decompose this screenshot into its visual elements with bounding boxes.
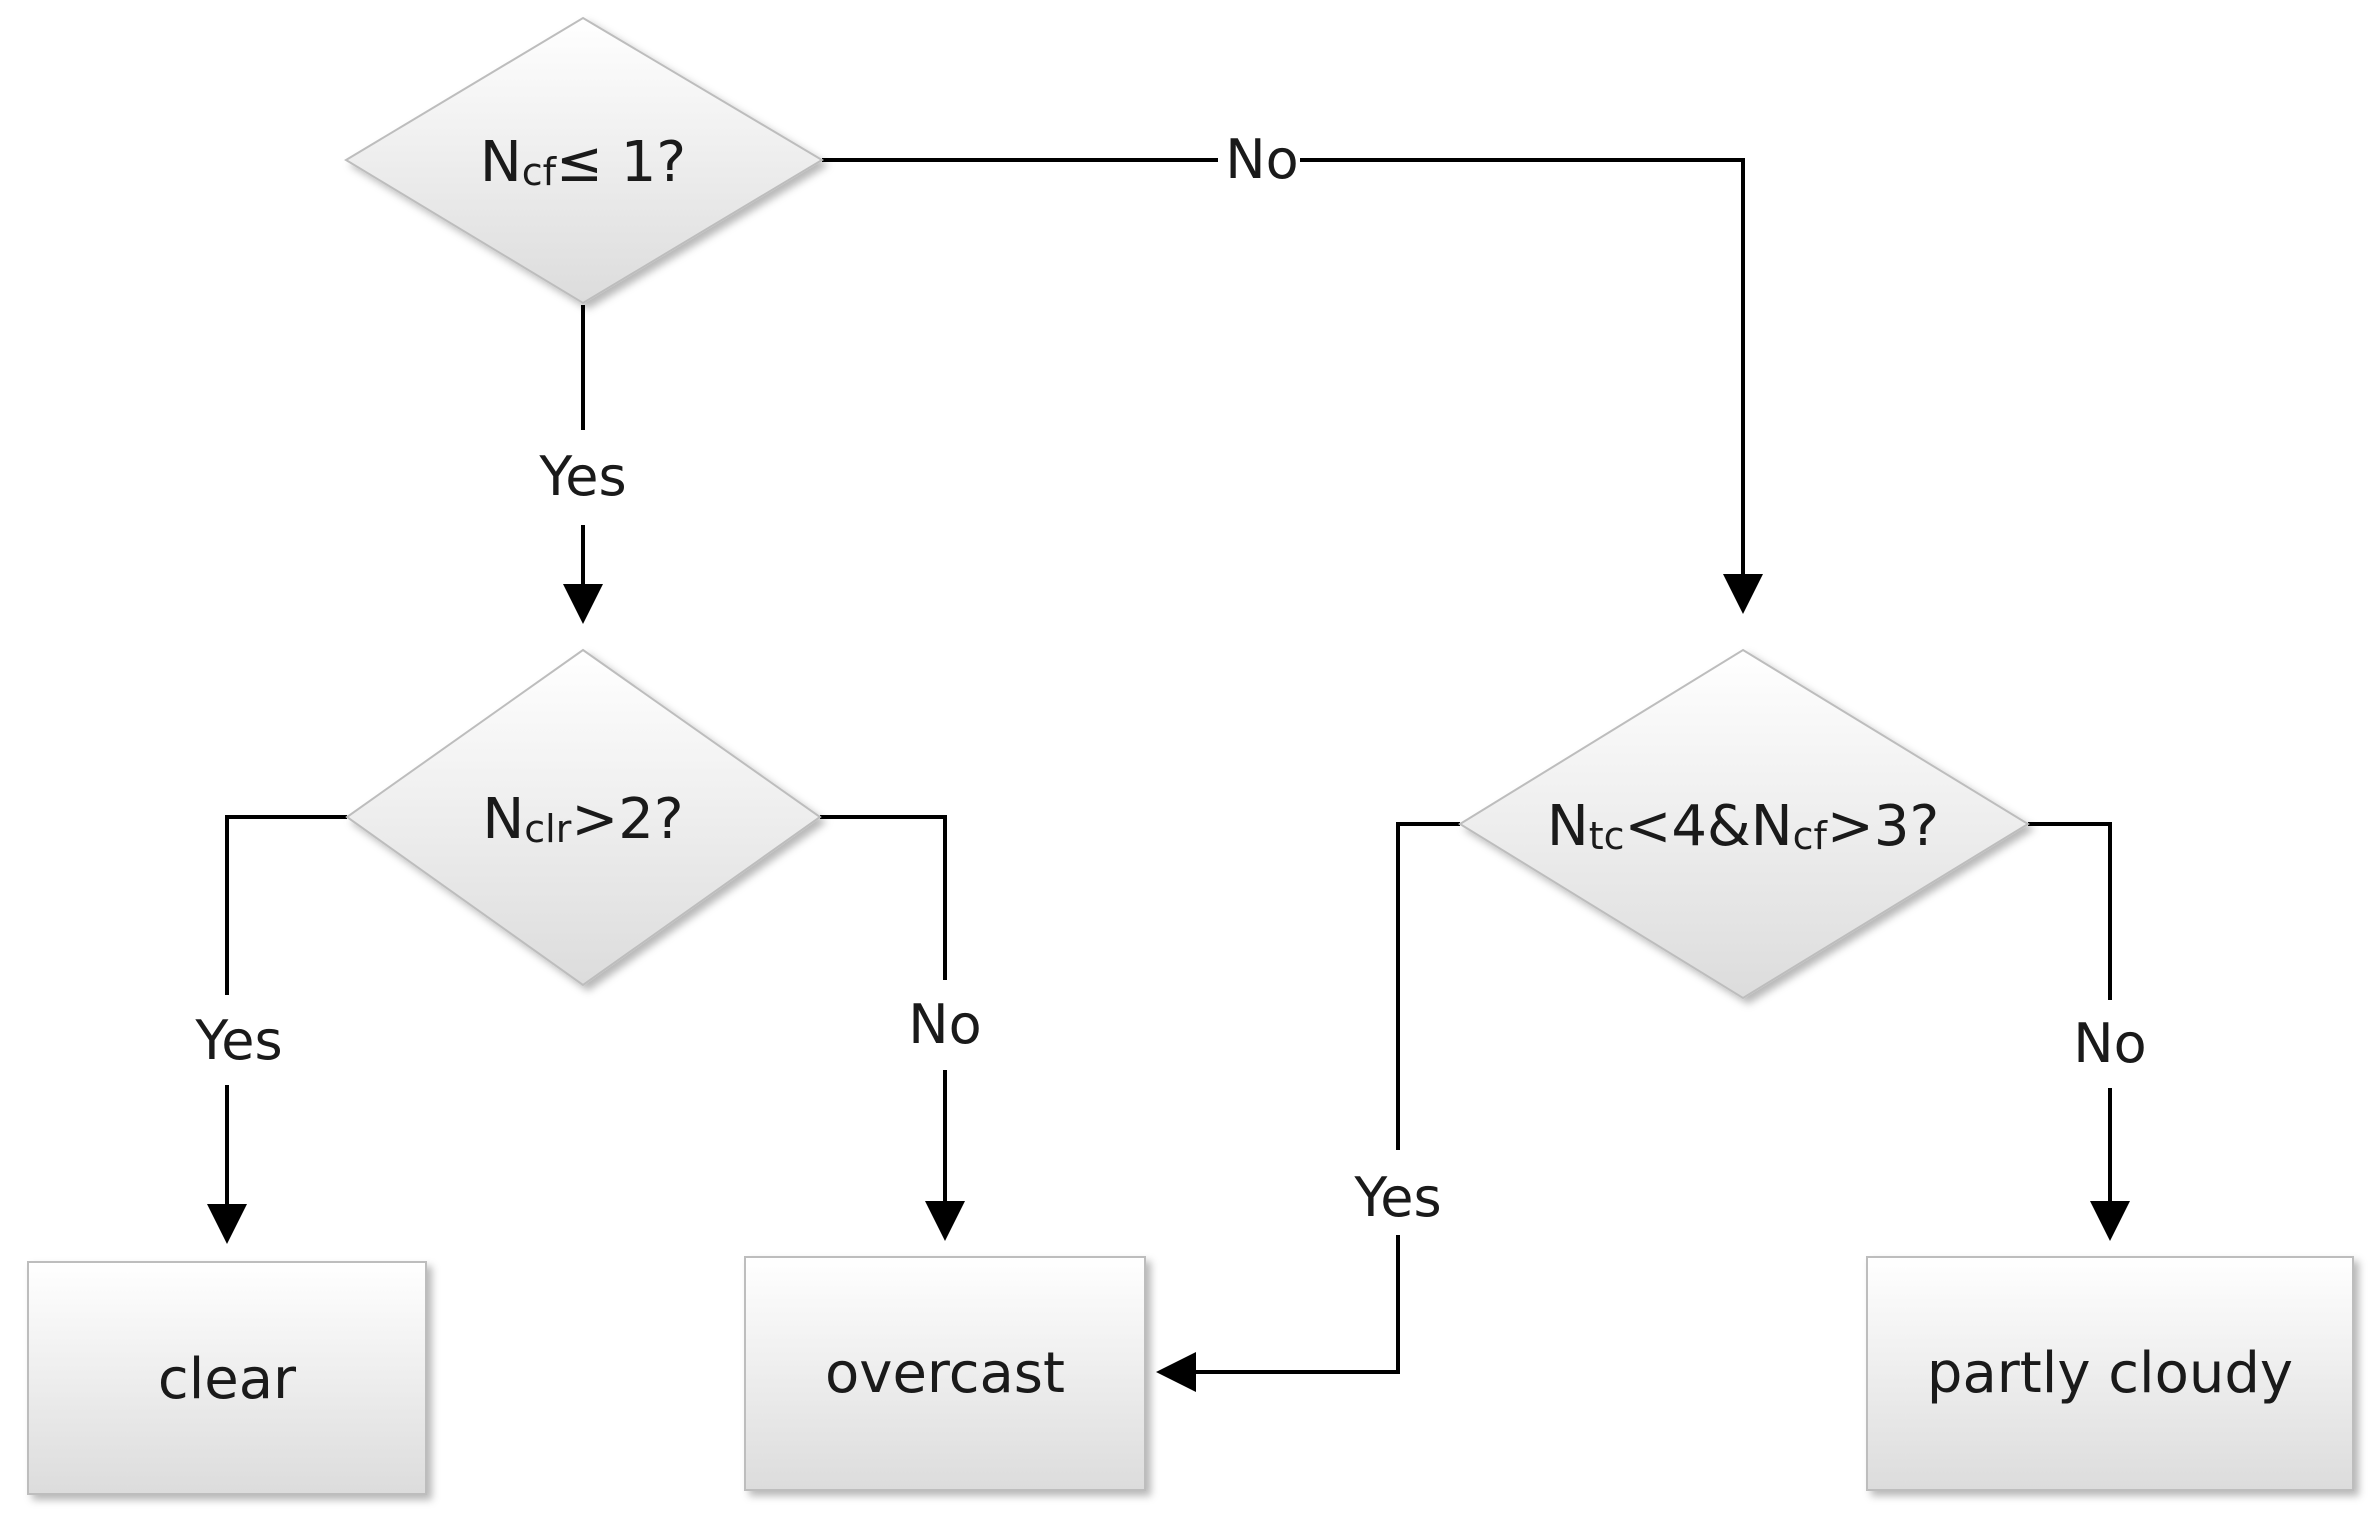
edge-d3-yes <box>1156 822 1460 1392</box>
result-partly-cloudy-label: partly cloudy <box>1927 1341 2293 1406</box>
decision-ncf-le-1: Ncf≤ 1? <box>344 16 824 305</box>
result-clear: clear <box>27 1261 427 1495</box>
decision-2-label: Nclr>2? <box>482 787 683 852</box>
edge-label-d3-yes: Yes <box>1353 1166 1441 1229</box>
decision-1-label: Ncf≤ 1? <box>480 130 686 195</box>
decision-ntc-lt-4-and-ncf-gt-3: Ntc<4&Ncf>3? <box>1458 648 2030 1000</box>
edge-label-d1-yes: Yes <box>538 445 626 508</box>
result-overcast-label: overcast <box>825 1341 1065 1406</box>
decision-nclr-gt-2: Nclr>2? <box>345 648 822 987</box>
result-clear-label: clear <box>158 1347 297 1412</box>
result-partly-cloudy: partly cloudy <box>1866 1256 2354 1491</box>
result-overcast: overcast <box>744 1256 1146 1491</box>
edge-label-d3-no: No <box>2073 1012 2146 1075</box>
edge-label-d2-no: No <box>908 993 981 1056</box>
edge-d2-yes <box>207 815 347 1244</box>
decision-3-label: Ntc<4&Ncf>3? <box>1547 794 1939 859</box>
edge-d2-no <box>820 815 965 1241</box>
edge-label-d2-yes: Yes <box>194 1009 282 1072</box>
edge-d1-no <box>822 158 1763 614</box>
edge-label-d1-no: No <box>1225 128 1298 191</box>
edge-d3-no <box>2028 822 2130 1241</box>
